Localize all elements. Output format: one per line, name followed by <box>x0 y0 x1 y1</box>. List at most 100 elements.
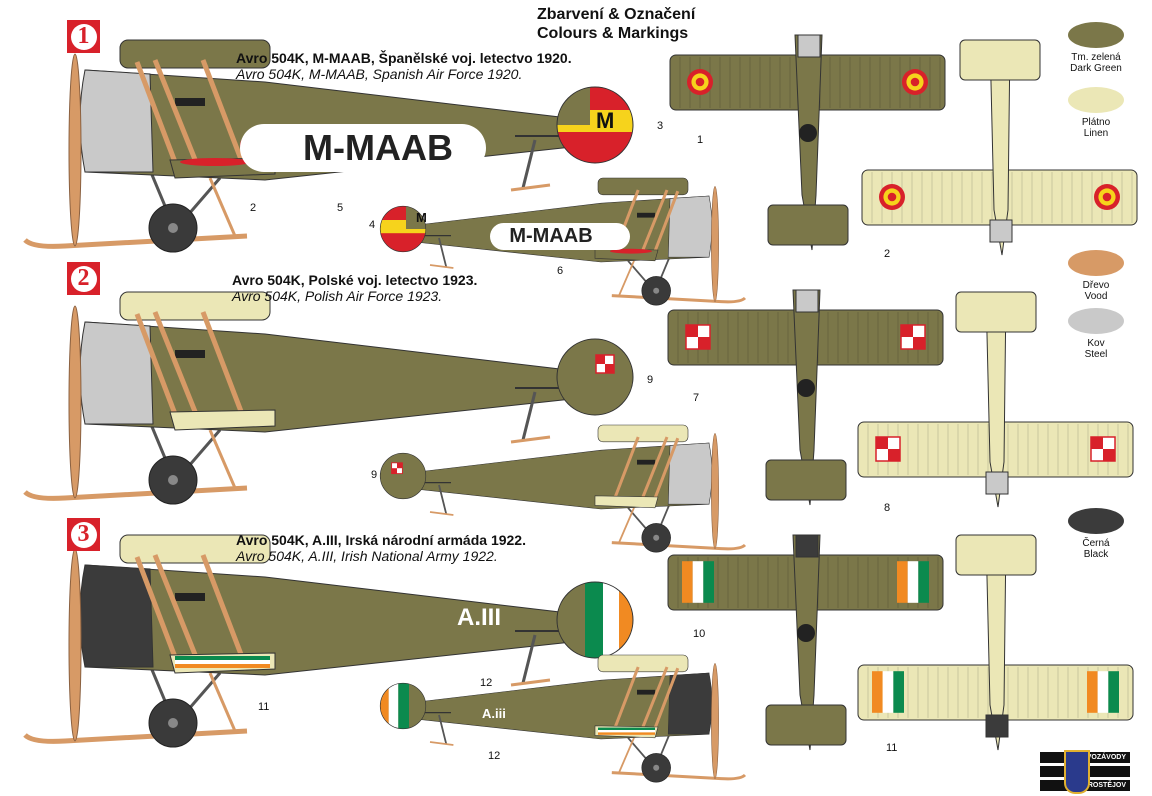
wheel-hub <box>653 287 660 294</box>
wing-marking-left-centre <box>695 77 705 87</box>
rudder-orange <box>380 683 389 729</box>
wing-strut <box>610 666 640 737</box>
callout-2: 2 <box>250 202 257 214</box>
title-english: Colours & Markings <box>537 25 689 42</box>
wing-marking-left <box>682 561 693 603</box>
rudder <box>557 87 633 163</box>
wing-strut <box>200 554 250 671</box>
engine <box>795 289 819 313</box>
wing-marking-right-centre <box>1102 192 1112 202</box>
cockpit <box>637 459 655 465</box>
swatch-black <box>1068 508 1124 534</box>
registration-small-3: A.iii <box>482 706 506 721</box>
wing-marking <box>180 158 250 166</box>
tailskid <box>521 139 537 189</box>
wing-strut <box>653 437 680 499</box>
registration-large-1: M-MAAB <box>240 124 486 172</box>
landing-skid <box>23 485 248 501</box>
rudder-checkerboard-sq <box>605 364 614 373</box>
tailplane <box>765 459 847 501</box>
pilot-head <box>797 379 815 397</box>
engine <box>985 471 1009 495</box>
top-view-2 <box>667 289 944 506</box>
tailskid <box>438 714 448 745</box>
wing-marking <box>610 248 652 254</box>
wing-marking-right-sq <box>901 325 913 337</box>
engine-cowling <box>79 321 154 425</box>
top-view-3 <box>667 534 944 751</box>
stripe <box>175 664 270 668</box>
swatch-linen <box>1068 87 1124 113</box>
logo-shield <box>1064 750 1090 794</box>
rudder-white <box>388 683 399 729</box>
wing-marking-left-sq <box>686 325 698 337</box>
pilot-head <box>797 624 815 642</box>
caption-1-czech: Avro 504K, M-MAAB, Španělské voj. letect… <box>236 50 572 66</box>
wing-marking-right-sq <box>913 337 925 349</box>
wing-marking-left-centre <box>887 192 897 202</box>
wing-strut <box>200 59 250 176</box>
propeller <box>68 305 82 499</box>
scheme-badge-3: 3 <box>67 518 100 551</box>
wing-strut <box>653 190 680 252</box>
engine <box>797 34 821 58</box>
tailskid <box>438 484 448 515</box>
callout-12b: 12 <box>488 750 501 762</box>
tailplane <box>959 39 1041 81</box>
rudder-outline <box>379 682 427 730</box>
rudder-fill <box>380 453 426 499</box>
engine <box>795 534 819 558</box>
wheel-hub <box>168 223 178 233</box>
wing-marking-left-sq <box>876 437 888 449</box>
wing-strut <box>200 311 250 428</box>
landing-skid <box>611 541 747 551</box>
engine-cowling <box>79 69 154 173</box>
wheel-hub <box>653 534 660 541</box>
propeller <box>711 186 719 302</box>
engine-cowling <box>667 195 713 258</box>
propeller <box>68 53 82 247</box>
engine <box>985 714 1009 738</box>
stripe <box>598 732 655 735</box>
callout-11b: 11 <box>886 742 898 754</box>
title-czech: Zbarvení & Označení <box>537 6 696 23</box>
caption-3-english: Avro 504K, A.III, Irish National Army 19… <box>236 548 498 564</box>
rudder-checkerboard-sq <box>397 462 403 469</box>
scheme-badge-1: 1 <box>67 20 100 53</box>
wing-marking-left-green <box>893 671 904 713</box>
wing-marking-right <box>1087 671 1098 713</box>
skid-strut <box>208 672 237 732</box>
rudder-outline <box>556 581 634 659</box>
rudder <box>380 453 426 499</box>
registration-large-3: A.III <box>457 604 502 631</box>
lower-wing <box>594 495 659 509</box>
caption-2-czech: Avro 504K, Polské voj. letectvo 1923. <box>232 272 478 288</box>
cockpit <box>175 593 205 601</box>
callout-11: 11 <box>258 701 270 713</box>
wing-strut <box>152 311 203 425</box>
wing-marking-right-green <box>1108 671 1119 713</box>
pilot-head <box>799 124 817 142</box>
skid-strut <box>618 507 635 543</box>
bottom-view-3 <box>857 534 1134 751</box>
stripe <box>598 730 655 733</box>
rudder-letter-small: M <box>416 210 427 225</box>
bottom-view-1 <box>861 39 1138 256</box>
side-view-3-small <box>379 654 747 783</box>
side-view-2-small <box>379 424 747 553</box>
rudder-outline <box>556 86 634 164</box>
wing-marking-right-sq <box>1091 437 1103 449</box>
caption-2-english: Avro 504K, Polish Air Force 1923. <box>232 288 443 304</box>
rudder-fill <box>557 339 633 415</box>
propeller <box>711 433 719 549</box>
tailplane <box>955 534 1037 576</box>
wheel-hub <box>653 764 660 771</box>
upper-wing <box>597 424 689 443</box>
callout-9b: 9 <box>371 469 378 481</box>
wing-marking-left <box>872 671 883 713</box>
skid-strut <box>618 737 635 773</box>
caption-3-czech: Avro 504K, A.III, Irská národní armáda 1… <box>236 532 526 548</box>
wing-marking-right <box>897 561 908 603</box>
